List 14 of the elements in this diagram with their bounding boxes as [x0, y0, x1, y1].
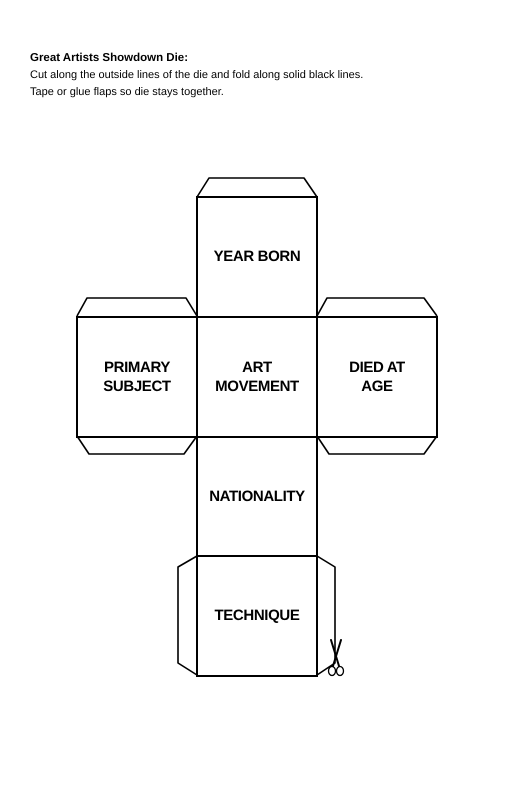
face-label: NATIONALITY — [209, 487, 305, 507]
die-face — [316, 316, 438, 438]
die-face — [76, 316, 198, 438]
face-label: PRIMARY SUBJECT — [102, 358, 172, 396]
instruction-text: Tape or glue flaps so die stays together. — [30, 85, 225, 100]
die-face — [196, 196, 318, 318]
instruction-text: Cut along the outside lines of the die and fold along solid black lines. — [30, 68, 364, 83]
face-label: DIED AT AGE — [348, 358, 406, 396]
title: Great Artists Showdown Die: — [30, 51, 190, 66]
face-label: ART MOVEMENT — [214, 358, 300, 396]
face-label: TECHNIQUE — [214, 606, 300, 626]
die-face — [196, 555, 318, 677]
die-face — [196, 436, 318, 558]
face-label: YEAR BORN — [214, 247, 300, 267]
